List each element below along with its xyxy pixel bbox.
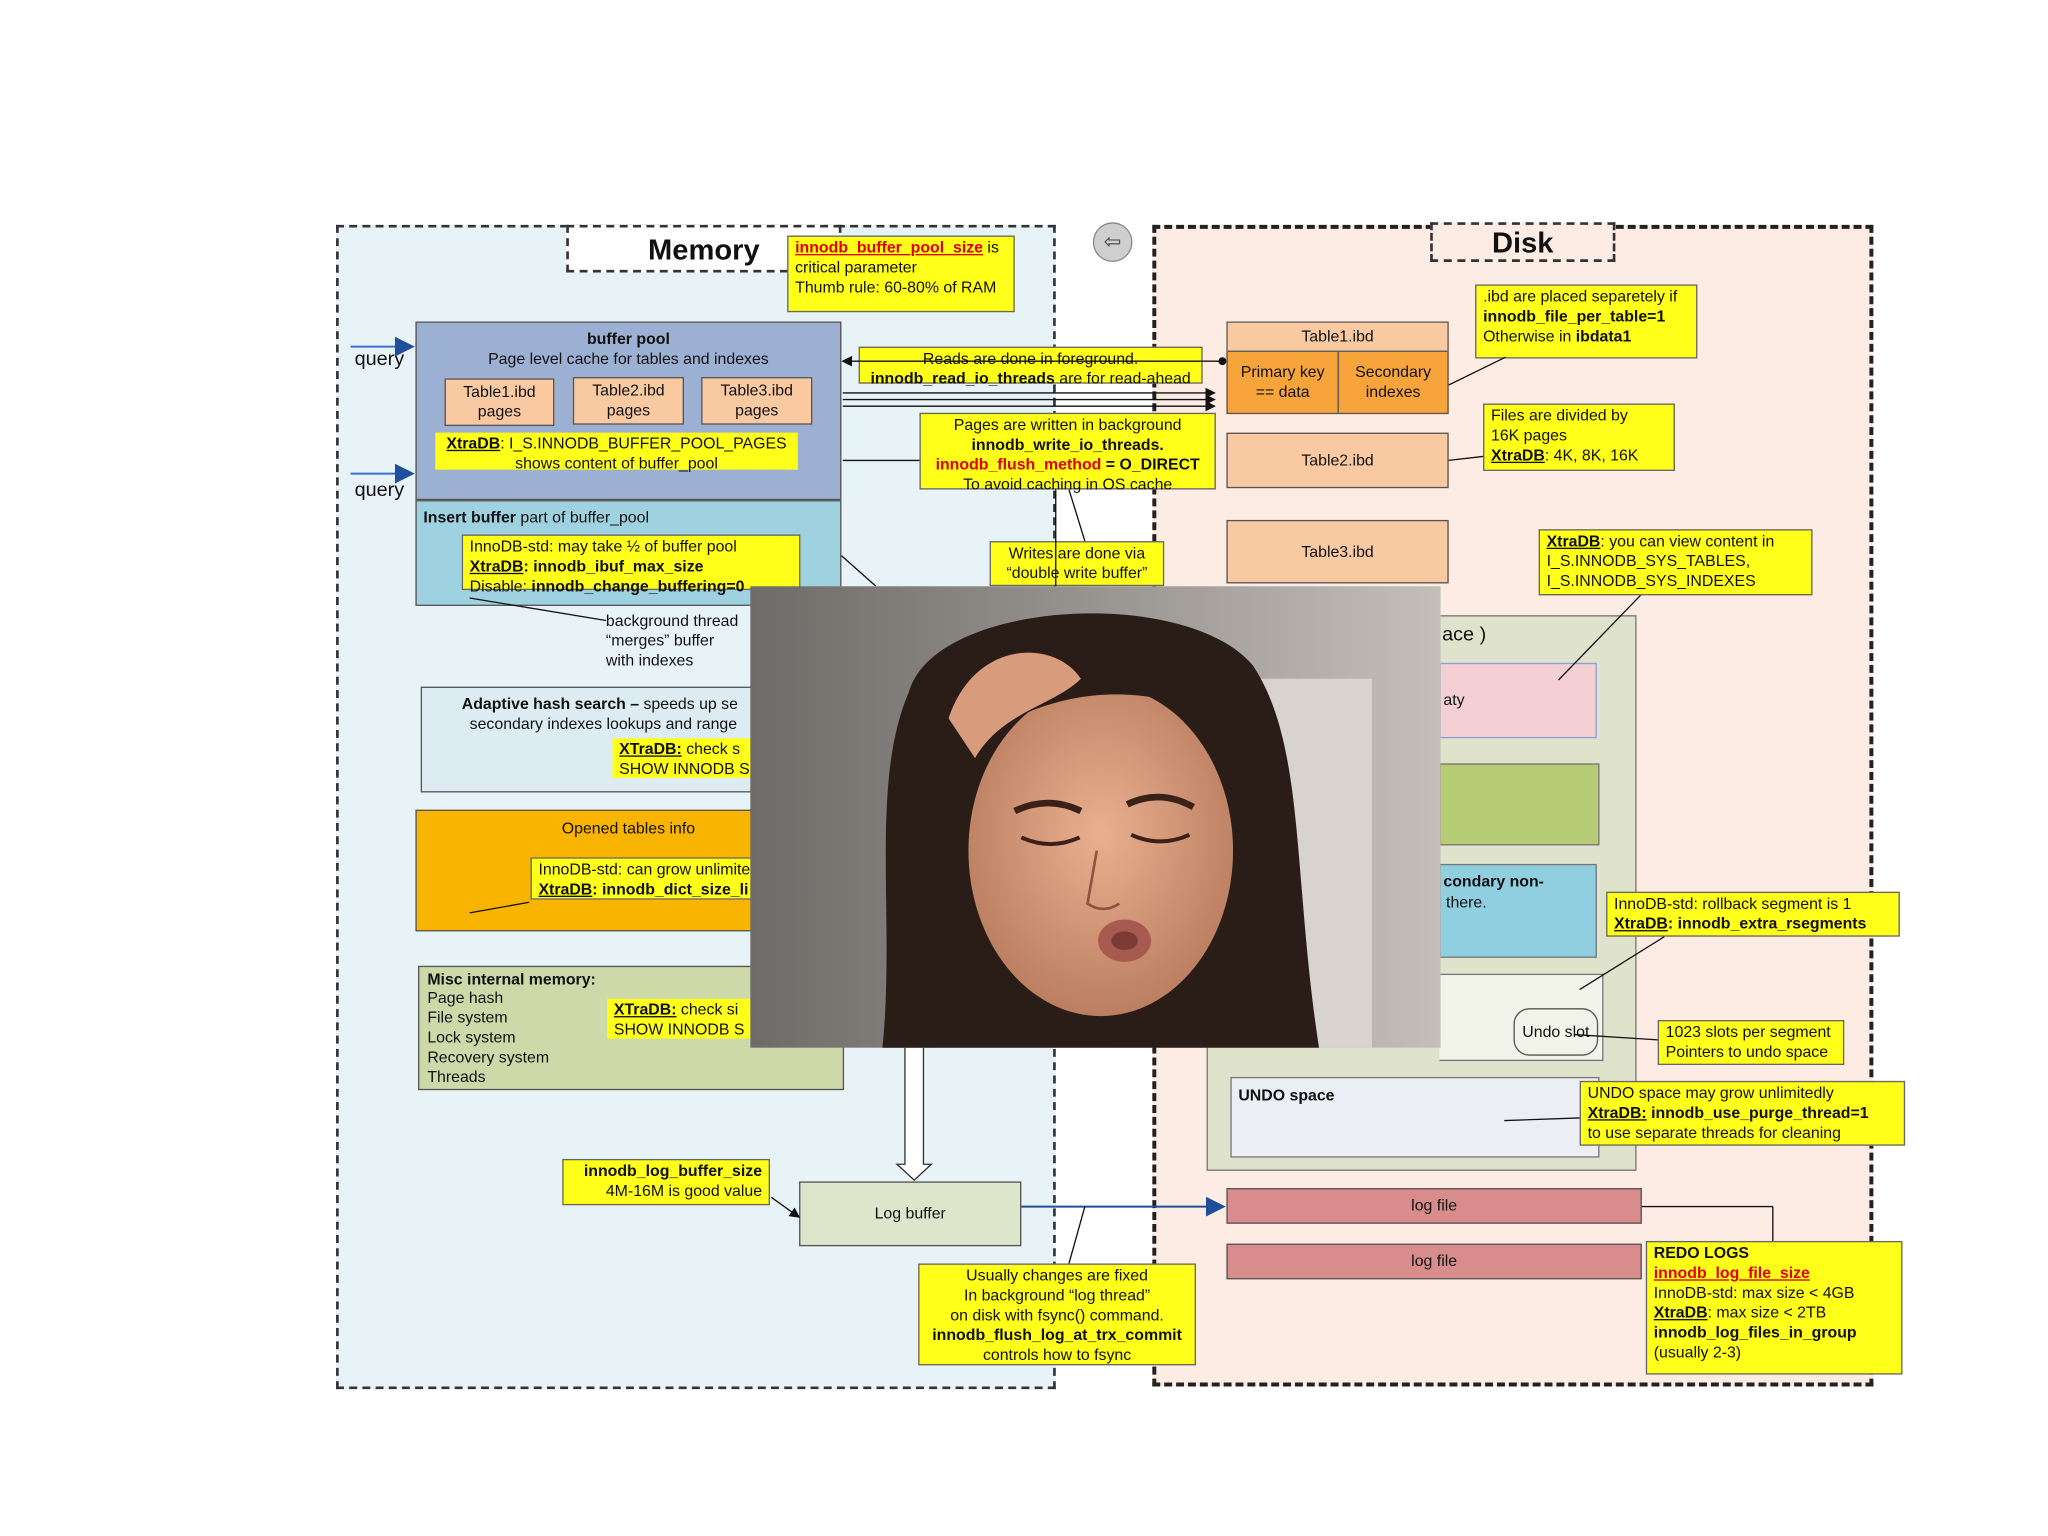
merge-text: background thread “merges” buffer with i… xyxy=(605,611,739,670)
log-buffer-box: Log buffer xyxy=(799,1181,1022,1247)
table1-pages: Table1.ibd pages xyxy=(444,378,555,427)
blue-box-line2: there. xyxy=(1446,893,1487,912)
primary-key-cell: Primary key == data xyxy=(1228,351,1339,413)
table2-pages: Table2.ibd pages xyxy=(572,377,684,425)
writes-note: Pages are written in background innodb_w… xyxy=(919,412,1216,493)
buffer-pool-box: buffer pool Page level cache for tables … xyxy=(415,321,842,501)
log-file-2: log file xyxy=(1226,1243,1642,1280)
buffer-pool-xtradb-note: XtraDB: I_S.INNODB_BUFFER_POOL_PAGES sho… xyxy=(435,432,798,472)
opened-tables-title: Opened tables info xyxy=(561,818,696,838)
reads-note: Reads are done in foreground. innodb_rea… xyxy=(858,346,1203,388)
secondary-blue-box: condary non- there. xyxy=(1439,863,1597,958)
double-write-note: Writes are done via “double write buffer… xyxy=(989,541,1165,587)
frustrated-woman-photo xyxy=(750,586,1441,1048)
table1-ibd-title: Table1.ibd xyxy=(1227,322,1448,352)
slots-note: 1023 slots per segment Pointers to undo … xyxy=(1657,1020,1845,1066)
query-label: query xyxy=(354,347,405,371)
log-buffer-size-note: innodb_log_buffer_size 4M-16M is good va… xyxy=(562,1158,770,1206)
redo-logs-note: REDO LOGS innodb_log_file_size InnoDB-st… xyxy=(1645,1240,1903,1375)
insert-buffer-title: Insert buffer part of buffer_pool xyxy=(423,508,649,527)
sys-tables-note: XtraDB: you can view content in I_S.INNO… xyxy=(1538,529,1813,596)
green-box xyxy=(1439,763,1600,846)
table3-ibd-box: Table3.ibd xyxy=(1226,519,1449,584)
opened-tables-note: InnoDB-std: can grow unlimite XtraDB: in… xyxy=(530,857,763,900)
back-arrow-icon[interactable]: ⇦ xyxy=(1092,222,1133,262)
insert-buffer-note: InnoDB-std: may take ½ of buffer pool Xt… xyxy=(461,534,801,595)
buffer-pool-subtitle: Page level cache for tables and indexes xyxy=(488,349,769,368)
table1-ibd-box: Table1.ibd Primary key == data Secondary… xyxy=(1226,321,1449,415)
misc-items: Page hash File system Lock system Recove… xyxy=(427,988,550,1087)
query-label: query xyxy=(354,478,405,502)
tablespace-label: ace ) xyxy=(1442,623,1487,646)
undo-growth-note: UNDO space may grow unlimitedly XtraDB: … xyxy=(1579,1080,1906,1146)
misc-note: XTraDB: check si SHOW INNODB S xyxy=(607,998,753,1039)
blue-box-line1: condary non- xyxy=(1443,871,1544,891)
table3-pages: Table3.ibd pages xyxy=(701,377,813,425)
opened-tables-box: Opened tables info InnoDB-std: can grow … xyxy=(415,809,763,932)
undo-space-box: UNDO space xyxy=(1230,1076,1600,1158)
adaptive-hash-box: Adaptive hash search – speeds up se seco… xyxy=(420,686,765,793)
buffer-pool-title: buffer pool xyxy=(586,329,670,348)
rollback-note: InnoDB-std: rollback segment is 1 XtraDB… xyxy=(1606,891,1900,937)
insert-buffer-box: Insert buffer part of buffer_pool InnoDB… xyxy=(415,500,842,606)
fsync-note: Usually changes are fixed In background … xyxy=(918,1263,1196,1366)
log-file-1: log file xyxy=(1226,1188,1642,1224)
pages-note: Files are divided by 16K pages XtraDB: 4… xyxy=(1483,403,1675,471)
adaptive-hash-line2: secondary indexes lookups and range xyxy=(469,714,738,733)
pink-box-label: aty xyxy=(1443,690,1465,710)
secondary-indexes-cell: Secondary indexes xyxy=(1355,362,1432,401)
adaptive-hash-title: Adaptive hash search – speeds up se xyxy=(461,694,738,714)
table2-ibd-box: Table2.ibd xyxy=(1226,432,1449,489)
undo-space-label: UNDO space xyxy=(1238,1086,1335,1105)
pink-box: aty xyxy=(1439,662,1597,739)
misc-title: Misc internal memory: xyxy=(427,969,596,989)
adaptive-hash-note: XTraDB: check s SHOW INNODB S xyxy=(612,738,759,778)
disk-title: Disk xyxy=(1430,222,1616,262)
buffer-pool-size-note: innodb_buffer_pool_size is critical para… xyxy=(787,235,1015,313)
ibd-note: .ibd are placed separetely if innodb_fil… xyxy=(1475,284,1698,359)
undo-slot: Undo slot xyxy=(1513,1008,1599,1056)
memory-title: Memory xyxy=(566,224,842,273)
